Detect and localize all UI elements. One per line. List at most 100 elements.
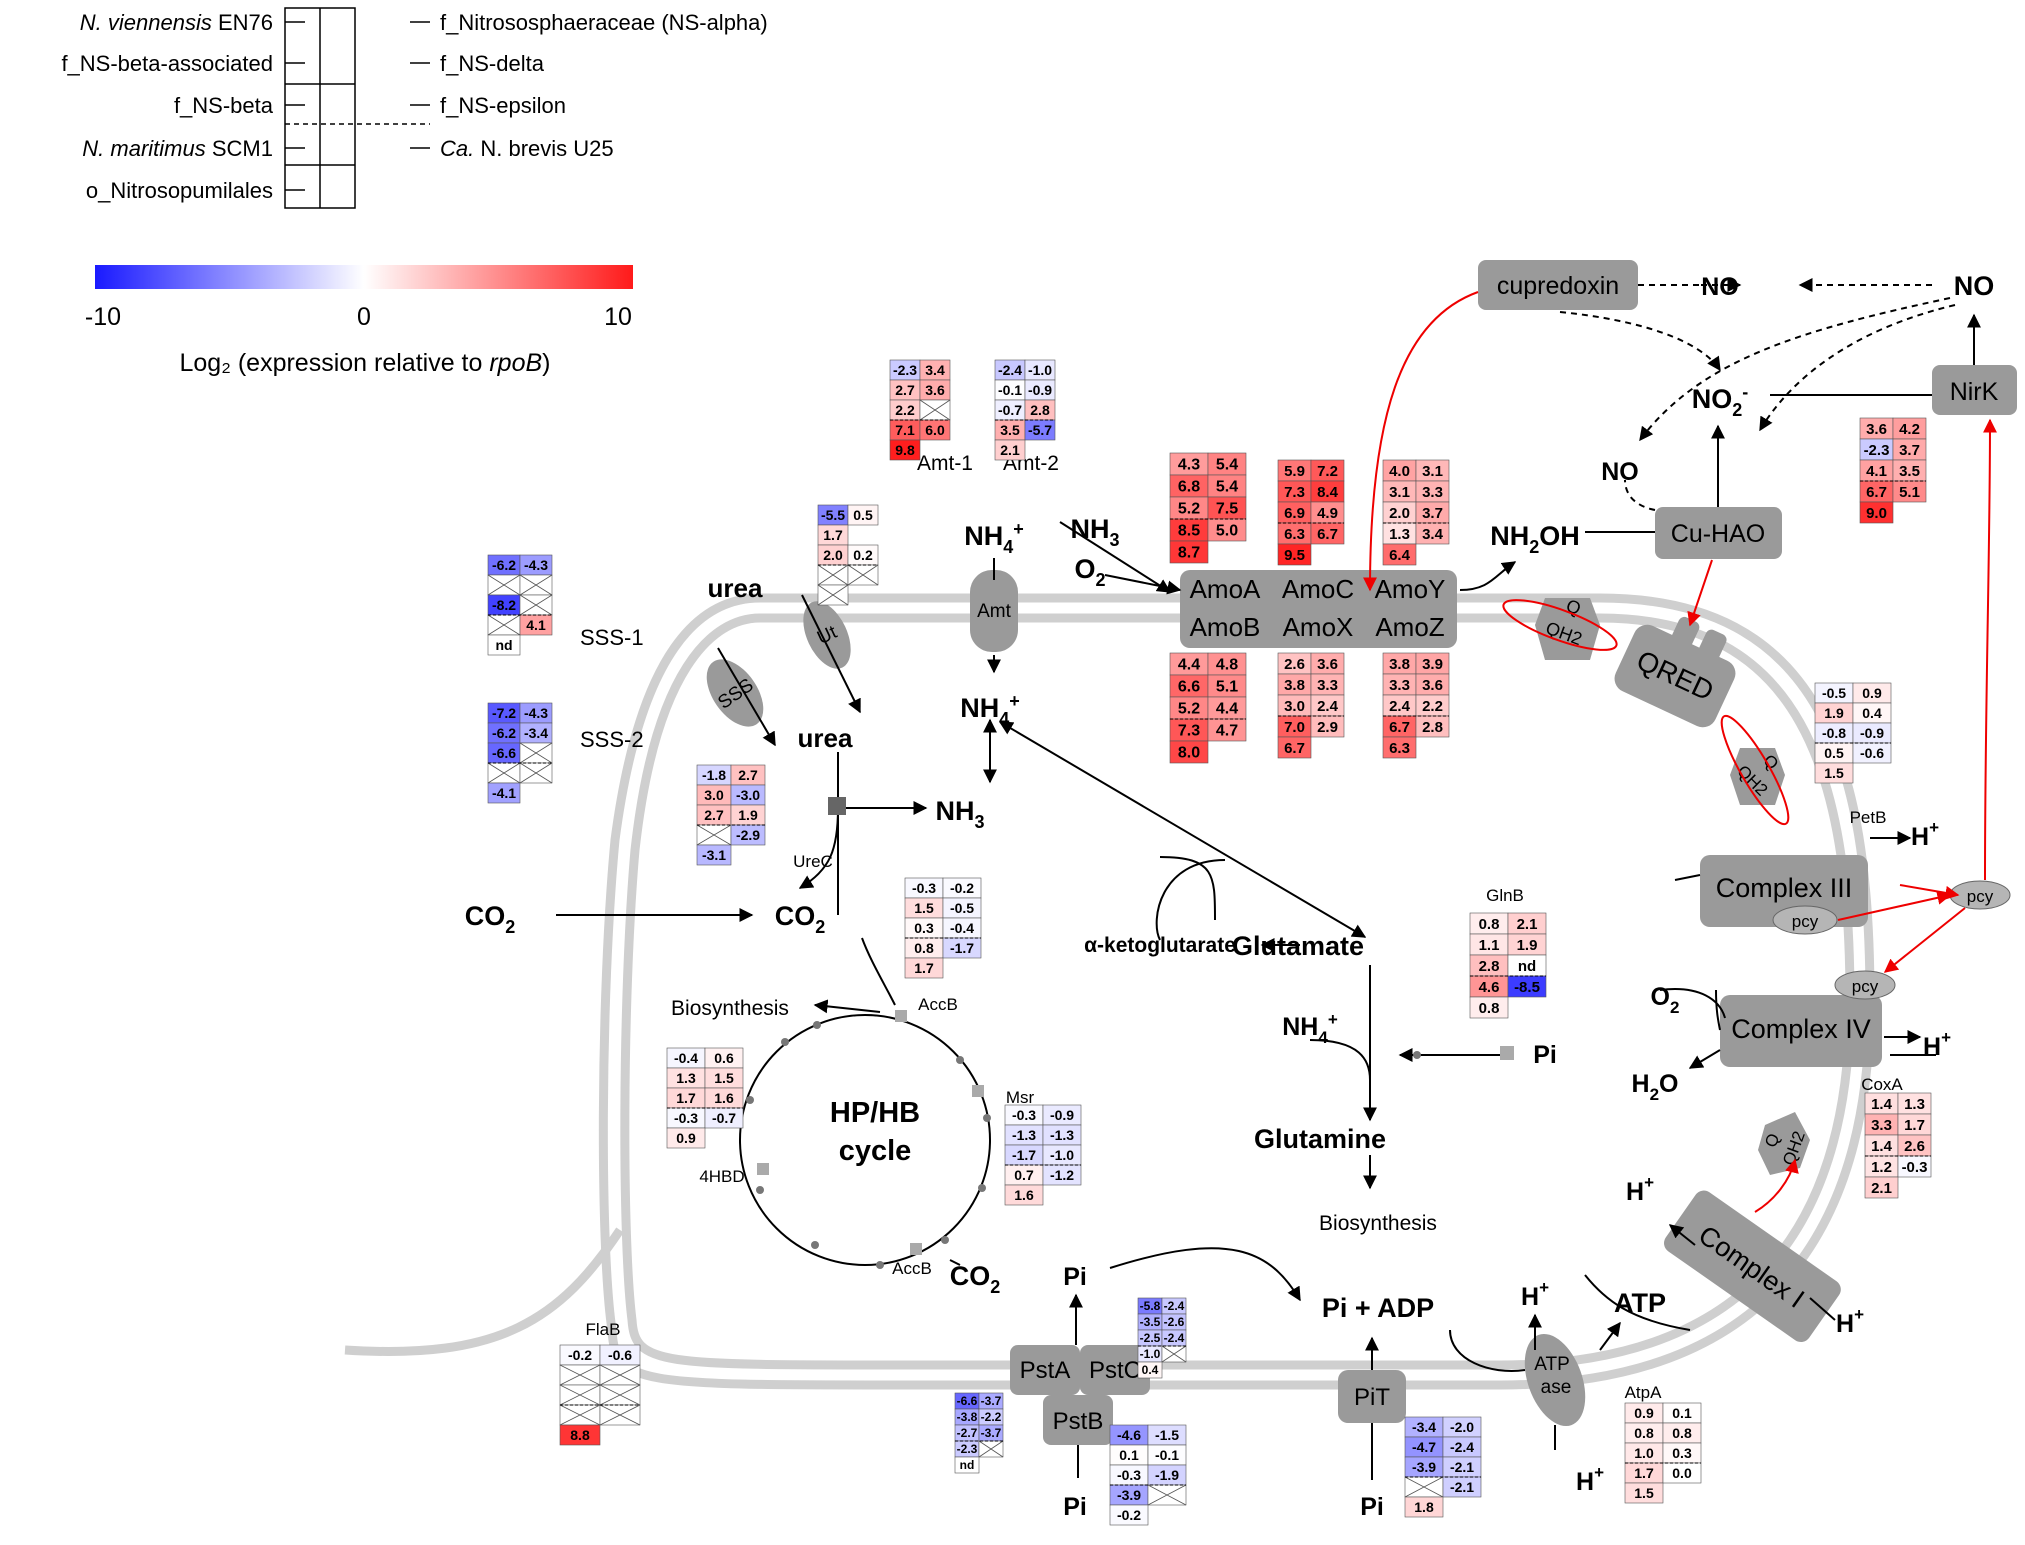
heatmap-cell-value: -0.3 bbox=[674, 1110, 698, 1126]
heatmap-cell-cross bbox=[817, 584, 849, 606]
complex-iv: Complex IV bbox=[1720, 995, 1882, 1067]
heatmap-cell-value: 1.5 bbox=[1634, 1485, 1654, 1501]
heatmap-cell-value: -5.7 bbox=[1028, 422, 1052, 438]
heatmap-cell-value: -4.1 bbox=[492, 785, 516, 801]
heatmap-cell-value: 2.8 bbox=[1479, 958, 1500, 975]
heatmap-cell-value: 6.7 bbox=[1389, 719, 1410, 736]
heatmap-cell-value: 5.1 bbox=[1899, 484, 1920, 501]
heatmap-cell-value: 3.5 bbox=[1000, 422, 1020, 438]
heatmap-cell-value: -2.4 bbox=[1164, 1299, 1185, 1313]
heatmap-cell-value: 8.4 bbox=[1317, 484, 1339, 501]
pi-pit-label: Pi bbox=[1360, 1493, 1384, 1521]
heatmap-cell-cross bbox=[519, 762, 553, 784]
heatmap-cell-value: -2.3 bbox=[1864, 442, 1890, 459]
heatmap-cell-value: -2.4 bbox=[1450, 1439, 1474, 1455]
heatmap-cell-value: -0.3 bbox=[912, 880, 936, 896]
heatmap-cell-value: -0.5 bbox=[1822, 685, 1846, 701]
heatmap-cell-value: 0.3 bbox=[914, 920, 934, 936]
svg-text:AmoB: AmoB bbox=[1190, 612, 1261, 642]
heatmap-cell-value: 4.1 bbox=[1866, 463, 1887, 480]
svg-text:PstB: PstB bbox=[1053, 1408, 1104, 1435]
heatmap-cell-value: -0.9 bbox=[1028, 382, 1052, 398]
heatmap-cell-value: -2.1 bbox=[1450, 1479, 1474, 1495]
heatmap-cell-value: 1.6 bbox=[1014, 1187, 1034, 1203]
heatmap-cell-value: -3.9 bbox=[1412, 1459, 1436, 1475]
heatmap-cell-value: 4.9 bbox=[1317, 505, 1338, 522]
co2-out-label: CO2 bbox=[465, 901, 516, 937]
qred: QRED bbox=[1614, 616, 1736, 728]
colorbar-max: 10 bbox=[604, 303, 632, 331]
svg-text:AmoC: AmoC bbox=[1282, 574, 1354, 604]
svg-text:ATP: ATP bbox=[1534, 1354, 1570, 1375]
heatmap-cell-value: 4.3 bbox=[1178, 457, 1200, 474]
heatmap-cell bbox=[1169, 540, 1209, 564]
taxon-left-4: o_Nitrosopumilales bbox=[86, 178, 273, 203]
accb-top-label: AccB bbox=[918, 995, 958, 1014]
heatmap-cell-value: 0.8 bbox=[1479, 916, 1500, 933]
svg-text:PstA: PstA bbox=[1020, 1357, 1071, 1384]
heatmap-cell-value: nd bbox=[960, 1458, 975, 1472]
heatmap-cell-value: 1.7 bbox=[1634, 1465, 1654, 1481]
heatmap-cell-value: -3.5 bbox=[1140, 1315, 1161, 1329]
heatmap-cell-cross bbox=[559, 1404, 601, 1426]
taxon-left-1: f_NS-beta-associated bbox=[61, 51, 273, 76]
complex-iii: Complex III pcy bbox=[1700, 855, 1868, 935]
heatmap-cell-value: 1.7 bbox=[914, 960, 934, 976]
4hbd-label: 4HBD bbox=[699, 1167, 744, 1186]
atp-label: ATP bbox=[1614, 1288, 1666, 1318]
svg-text:PstC: PstC bbox=[1089, 1357, 1141, 1384]
heatmap-cell-value: 1.8 bbox=[1414, 1499, 1434, 1515]
heatmap-cell-value: 3.9 bbox=[1422, 656, 1443, 673]
colorbar-caption: Log₂ (expression relative to rpoB) bbox=[179, 349, 550, 377]
heatmap-cell-value: 9.8 bbox=[895, 442, 915, 458]
heatmap-cell-value: 5.9 bbox=[1284, 463, 1305, 480]
heatmap-cell-value: -0.4 bbox=[674, 1050, 698, 1066]
taxon-left-2: f_NS-beta bbox=[174, 93, 274, 118]
heatmap-cell-value: -6.2 bbox=[492, 725, 516, 741]
heatmap-cell-value: -2.4 bbox=[998, 362, 1022, 378]
heatmap-cell bbox=[994, 439, 1026, 461]
heatmap-cell bbox=[559, 1424, 601, 1446]
atpa-label: AtpA bbox=[1625, 1383, 1663, 1402]
hp-hb-label-1: HP/HB bbox=[830, 1097, 920, 1129]
heatmap-cell-cross bbox=[519, 594, 553, 616]
h2o-label: H2O bbox=[1632, 1070, 1679, 1104]
heatmap-cell bbox=[666, 1127, 706, 1149]
akg-label: α-ketoglutarate bbox=[1084, 934, 1236, 957]
heatmap-cell-value: -4.6 bbox=[1117, 1427, 1141, 1443]
heatmap-cell-value: -6.2 bbox=[492, 557, 516, 573]
taxon-right-1: f_NS-delta bbox=[440, 51, 545, 76]
h-atp-top-label: H+ bbox=[1521, 1278, 1549, 1311]
heatmap-cell-value: 4.4 bbox=[1216, 701, 1238, 718]
glutamine-label: Glutamine bbox=[1254, 1124, 1386, 1154]
heatmap-cell-value: -1.9 bbox=[1155, 1467, 1179, 1483]
svg-text:PiT: PiT bbox=[1354, 1384, 1390, 1411]
heatmap-cell bbox=[1169, 740, 1209, 764]
heatmap-cell bbox=[1415, 715, 1450, 738]
heatmap-cell-value: 3.8 bbox=[1284, 677, 1305, 694]
heatmap-cell-value: -0.3 bbox=[1902, 1159, 1928, 1176]
co2-in-label: CO2 bbox=[775, 901, 826, 937]
urea-out-label: urea bbox=[708, 573, 763, 603]
heatmap-cell-value: -0.1 bbox=[998, 382, 1022, 398]
heatmap-cell-value: 2.1 bbox=[1871, 1180, 1892, 1197]
heatmap-cell-value: 1.3 bbox=[1904, 1096, 1925, 1113]
taxon-left-3: N. maritimus SCM1 bbox=[82, 136, 273, 161]
heatmap-cell-value: -4.3 bbox=[524, 705, 548, 721]
heatmap-cell-value: -1.5 bbox=[1155, 1427, 1179, 1443]
heatmap-cell-value: 2.4 bbox=[1389, 698, 1411, 715]
accb-bottom-label: AccB bbox=[892, 1259, 932, 1278]
heatmap-cell-value: -2.5 bbox=[1140, 1331, 1161, 1345]
heatmap-cell-value: -1.3 bbox=[1012, 1127, 1036, 1143]
heatmap-cell-value: 0.1 bbox=[1672, 1405, 1692, 1421]
h-c1b-label: H+ bbox=[1836, 1305, 1864, 1338]
coxa-label: CoxA bbox=[1861, 1075, 1903, 1094]
heatmap-cell bbox=[1404, 1496, 1444, 1518]
heatmap-cell-value: 3.6 bbox=[1866, 421, 1887, 438]
